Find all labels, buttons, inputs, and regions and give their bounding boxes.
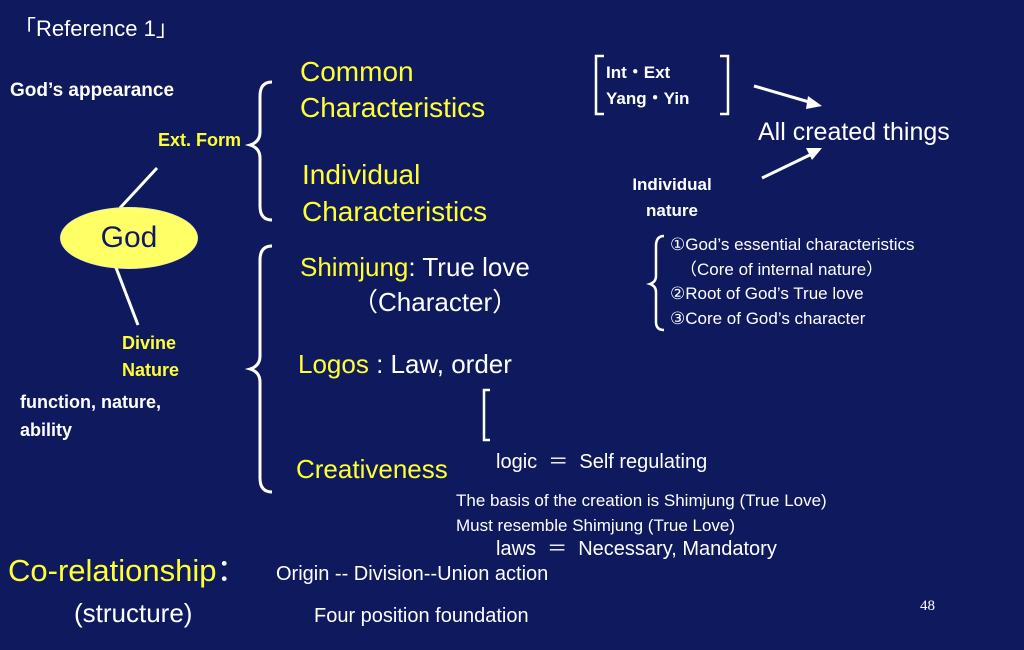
creativeness-line-2: Must resemble Shimjung (True Love) — [456, 516, 736, 535]
god-label: God — [100, 221, 158, 254]
function-line-2: ability — [20, 420, 73, 440]
logos-law-order: : Law, order — [368, 349, 512, 379]
individual-nature-line-2: nature — [646, 201, 698, 220]
logos-laws-line: laws ＝ Necessary, Mandatory — [496, 538, 777, 560]
creativeness-lines: The basis of the creation is Shimjung (T… — [456, 488, 827, 538]
corelationship-label: Co-relationship — [8, 553, 217, 588]
arrowhead-individual — [806, 148, 822, 160]
function-line-1: function, nature, — [20, 392, 161, 412]
all-created-things-label: All created things — [758, 118, 950, 146]
common-line-1: Common — [300, 56, 414, 87]
bracket-right-pair — [720, 54, 730, 116]
ext-form-label: Ext. Form — [158, 130, 242, 150]
connector-divine-nature — [113, 264, 140, 326]
common-characteristics-title: Common Characteristics — [300, 54, 485, 126]
corelationship-line-2: Four position foundation — [314, 605, 529, 627]
arrow-common-to-all — [753, 84, 817, 106]
shimjung-row: Shimjung: True love — [300, 252, 530, 283]
shimjung-points: ①God’s essential characteristics （Core o… — [670, 233, 915, 331]
page-number: 48 — [920, 598, 935, 614]
structure-label: (structure) — [74, 598, 193, 628]
shimjung-point-3: ③Core of God’s character — [670, 308, 866, 328]
individual-characteristics-title: Individual Characteristics — [302, 156, 487, 230]
logos-logic-line: logic ＝ Self regulating — [496, 451, 708, 473]
god-oval: God — [60, 207, 198, 269]
brace-shimjung-points — [646, 234, 665, 332]
logos-label: Logos — [298, 349, 369, 379]
divine-nature-line-2: Nature — [122, 360, 180, 380]
arrow-individual-to-all — [761, 150, 817, 180]
corelationship-colon: ： — [216, 553, 248, 588]
shimjung-character: （Character） — [352, 287, 519, 317]
int-ext-line: Int・Ext — [606, 63, 671, 82]
brace-divine-nature — [244, 244, 273, 494]
function-label: function, nature, ability — [20, 388, 161, 444]
logos-row: Logos : Law, order — [298, 349, 512, 380]
connector-ext-form — [118, 166, 159, 210]
shimjung-point-2: ②Root of God’s True love — [670, 284, 864, 303]
divine-nature-line-1: Divine — [122, 333, 177, 353]
shimjung-label: Shimjung — [300, 252, 409, 282]
bracket-logos — [482, 388, 490, 442]
common-line-2: Characteristics — [300, 92, 486, 123]
shimjung-point-1: ①God’s essential characteristics — [670, 235, 915, 254]
shimjung-point-1-sub: （Core of internal nature） — [680, 259, 884, 279]
yang-yin-line: Yang・Yin — [606, 89, 690, 108]
reference-label: 「Reference 1」 — [14, 16, 178, 41]
shimjung-true-love: : True love — [408, 252, 530, 282]
corelationship-line-1: Origin -- Division--Union action — [276, 563, 549, 585]
individual-nature-line-1: Individual — [632, 175, 712, 194]
bracket-left-pair — [594, 54, 604, 116]
int-ext-pair: Int・Ext Yang・Yin — [606, 60, 689, 112]
gods-appearance-label: God’s appearance — [10, 80, 175, 101]
creativeness-line-1: The basis of the creation is Shimjung (T… — [456, 491, 827, 510]
individual-nature-label: Individual nature — [622, 172, 722, 224]
brace-ext-form — [244, 80, 273, 222]
individual-line-2: Characteristics — [302, 196, 488, 227]
logos-lines: logic ＝ Self regulating laws ＝ Necessary… — [496, 390, 777, 622]
divine-nature-label: Divine Nature — [122, 330, 179, 384]
arrowhead-common — [806, 96, 822, 109]
corelationship-row: Co-relationship： — [8, 553, 248, 589]
individual-line-1: Individual — [302, 159, 421, 190]
creativeness-label: Creativeness — [296, 454, 448, 484]
